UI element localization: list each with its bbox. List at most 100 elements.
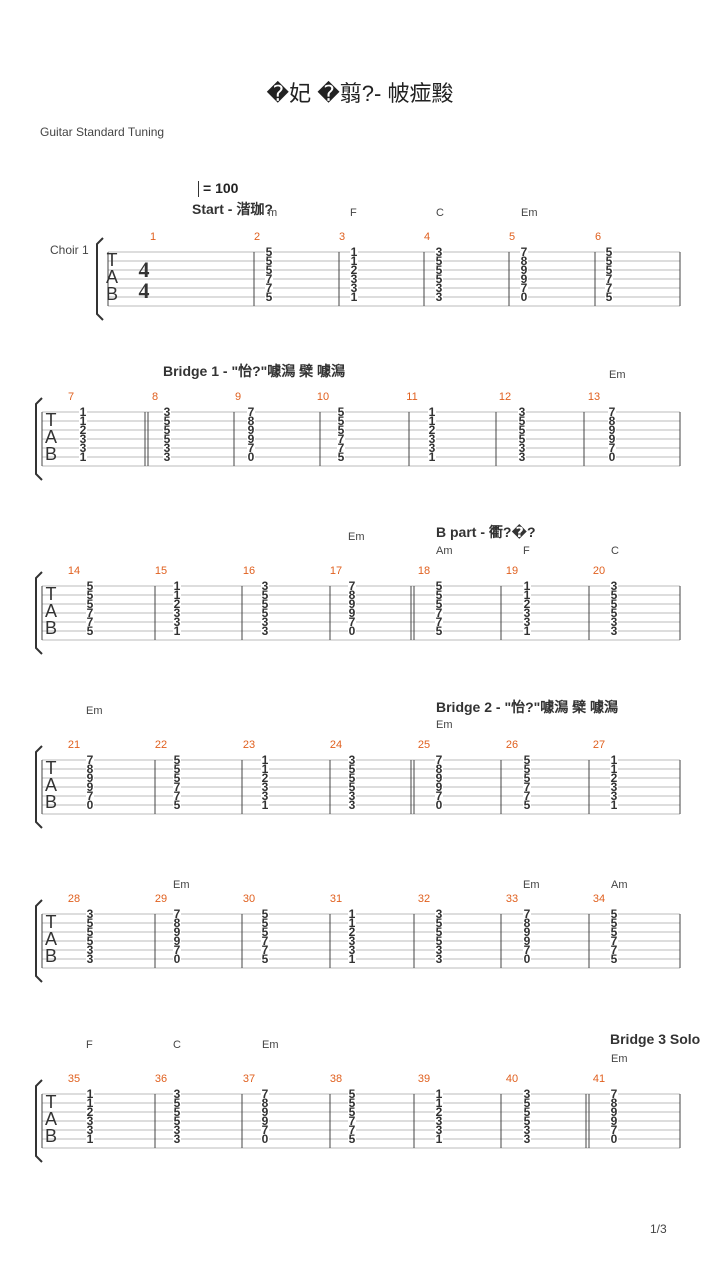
fret-bg	[523, 919, 531, 927]
fret-bg	[348, 801, 356, 809]
fret-number: 5	[519, 414, 526, 428]
fret-bg	[435, 1126, 443, 1134]
time-signature-top: 4	[139, 257, 150, 282]
fret-number: 5	[266, 263, 273, 277]
fret-bg	[173, 765, 181, 773]
measure-number: 27	[593, 739, 605, 751]
measure-number: 1	[150, 231, 156, 243]
fret-number: 2	[436, 1105, 443, 1119]
chord-name: Em	[86, 705, 103, 717]
fret-number: 8	[524, 916, 531, 930]
fret-bg	[173, 919, 181, 927]
fret-number: 3	[611, 780, 618, 794]
measure-number: 18	[418, 565, 430, 577]
fret-number: 7	[174, 789, 181, 803]
measure-number: 7	[68, 391, 74, 403]
fret-bg	[86, 1090, 94, 1098]
fret-bg	[435, 1117, 443, 1125]
fret-bg	[86, 618, 94, 626]
fret-bg	[261, 1108, 269, 1116]
fret-bg	[261, 582, 269, 590]
fret-bg	[265, 293, 273, 301]
fret-bg	[261, 955, 269, 963]
fret-number: 3	[164, 450, 171, 464]
fret-number: 3	[351, 272, 358, 286]
fret-number: 9	[609, 432, 616, 446]
fret-number: 2	[351, 263, 358, 277]
fret-bg	[173, 910, 181, 918]
chord-name: Em	[262, 1039, 279, 1051]
fret-bg	[523, 801, 531, 809]
fret-number: 3	[262, 624, 269, 638]
fret-number: 7	[174, 780, 181, 794]
fret-number: 5	[436, 254, 443, 268]
fret-bg	[608, 408, 616, 416]
fret-number: 5	[519, 432, 526, 446]
chord-name: C	[436, 207, 444, 219]
page-number: 1/3	[650, 1222, 667, 1236]
fret-bg	[173, 627, 181, 635]
fret-bg	[523, 1117, 531, 1125]
section-label: Bridge 2 - "怡?"噱澙 檗 噱澙	[436, 699, 619, 715]
fret-bg	[350, 275, 358, 283]
fret-number: 8	[436, 762, 443, 776]
fret-number: 7	[611, 1087, 618, 1101]
fret-bg	[435, 1090, 443, 1098]
fret-bg	[247, 417, 255, 425]
fret-number: 7	[524, 780, 531, 794]
fret-number: 9	[87, 780, 94, 794]
fret-number: 9	[524, 925, 531, 939]
fret-number: 3	[436, 952, 443, 966]
fret-bg	[173, 946, 181, 954]
fret-bg	[523, 591, 531, 599]
fret-number: 5	[524, 1105, 531, 1119]
fret-number: 1	[174, 624, 181, 638]
fret-bg	[348, 910, 356, 918]
fret-number: 5	[436, 624, 443, 638]
fret-bg	[435, 910, 443, 918]
fret-number: 1	[87, 1096, 94, 1110]
measure-number: 12	[499, 391, 511, 403]
fret-bg	[337, 453, 345, 461]
fret-bg	[348, 783, 356, 791]
measure-number: 39	[418, 1073, 430, 1085]
fret-bg	[435, 1099, 443, 1107]
fret-bg	[523, 1099, 531, 1107]
measure-number: 37	[243, 1073, 255, 1085]
fret-number: 5	[174, 1105, 181, 1119]
fret-number: 2	[80, 423, 87, 437]
fret-number: 5	[262, 952, 269, 966]
fret-bg	[79, 426, 87, 434]
fret-bg	[435, 257, 443, 265]
fret-number: 1	[262, 762, 269, 776]
fret-number: 5	[349, 1105, 356, 1119]
fret-bg	[348, 627, 356, 635]
fret-bg	[523, 609, 531, 617]
fret-bg	[610, 591, 618, 599]
fret-bg	[605, 257, 613, 265]
fret-bg	[173, 792, 181, 800]
chord-name: C	[173, 1039, 181, 1051]
fret-number: 5	[611, 925, 618, 939]
fret-number: 7	[436, 615, 443, 629]
fret-bg	[520, 257, 528, 265]
fret-number: 1	[524, 624, 531, 638]
tab-clef-letter: A	[45, 775, 57, 795]
tab-clef-letter: B	[106, 284, 118, 304]
fret-bg	[435, 801, 443, 809]
tab-clef-letter: T	[46, 584, 57, 604]
fret-number: 1	[351, 245, 358, 259]
fret-number: 1	[262, 753, 269, 767]
fret-bg	[348, 946, 356, 954]
fret-bg	[610, 937, 618, 945]
fret-bg	[348, 1126, 356, 1134]
fret-bg	[265, 266, 273, 274]
fret-number: 1	[80, 414, 87, 428]
measure-number: 6	[595, 231, 601, 243]
fret-number: 5	[164, 432, 171, 446]
fret-number: 5	[349, 762, 356, 776]
fret-bg	[86, 1135, 94, 1143]
fret-number: 3	[80, 441, 87, 455]
fret-bg	[608, 435, 616, 443]
